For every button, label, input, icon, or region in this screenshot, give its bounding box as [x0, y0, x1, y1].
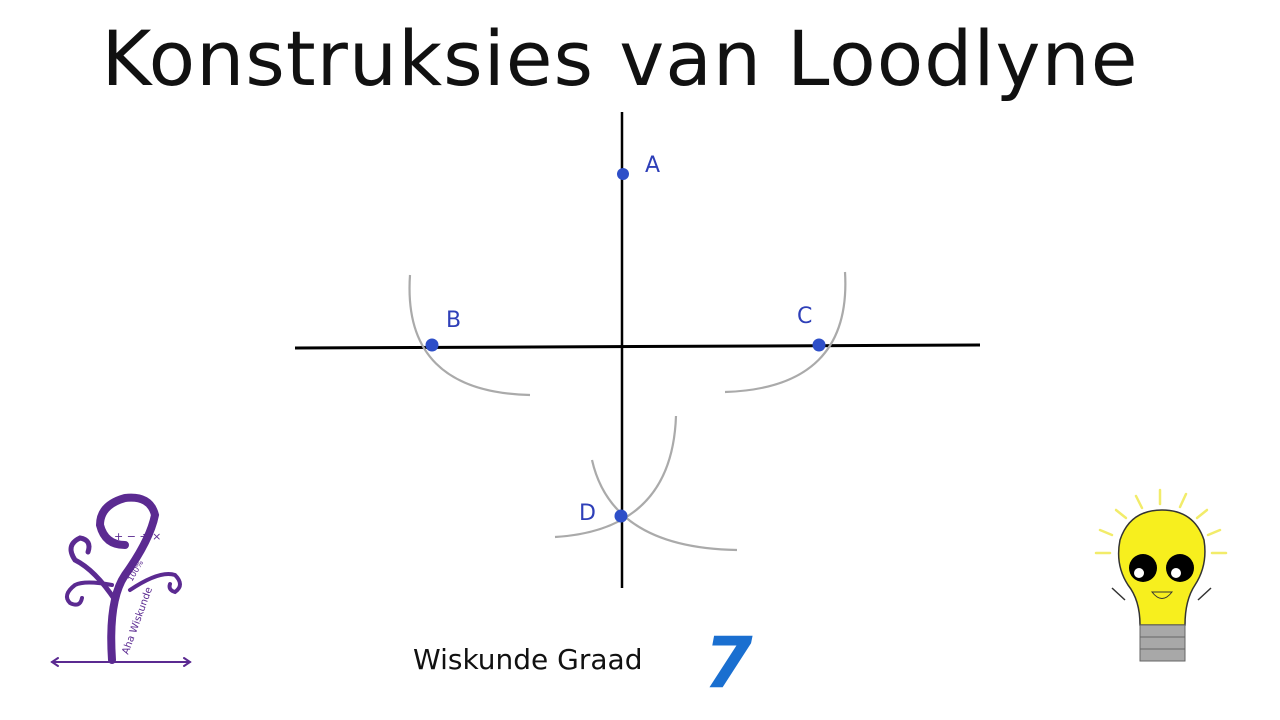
horizontal-line: [294, 343, 981, 350]
logo-text: Aha Wiskunde: [120, 586, 155, 656]
point-d: [614, 509, 628, 523]
label-c: C: [797, 304, 812, 329]
point-c: [812, 338, 826, 352]
aha-wiskunde-logo: + − ÷ × Aha Wiskunde 100%: [50, 493, 192, 667]
label-d: D: [579, 501, 596, 526]
label-a: A: [645, 153, 660, 178]
point-a: [617, 168, 629, 180]
footer-subject: Wiskunde Graad: [413, 643, 643, 676]
arc-b: [408, 274, 531, 397]
arc-d-left: [590, 459, 738, 552]
page-title: Konstruksies van Loodlyne: [101, 14, 1139, 103]
logo-math-symbols: + − ÷ ×: [114, 530, 161, 543]
arc-d-right: [554, 415, 678, 539]
label-b: B: [446, 308, 461, 333]
lightbulb-mascot-icon: [1094, 488, 1228, 662]
arc-c: [724, 271, 847, 394]
point-b: [425, 338, 439, 352]
grade-number: 7: [704, 622, 753, 704]
